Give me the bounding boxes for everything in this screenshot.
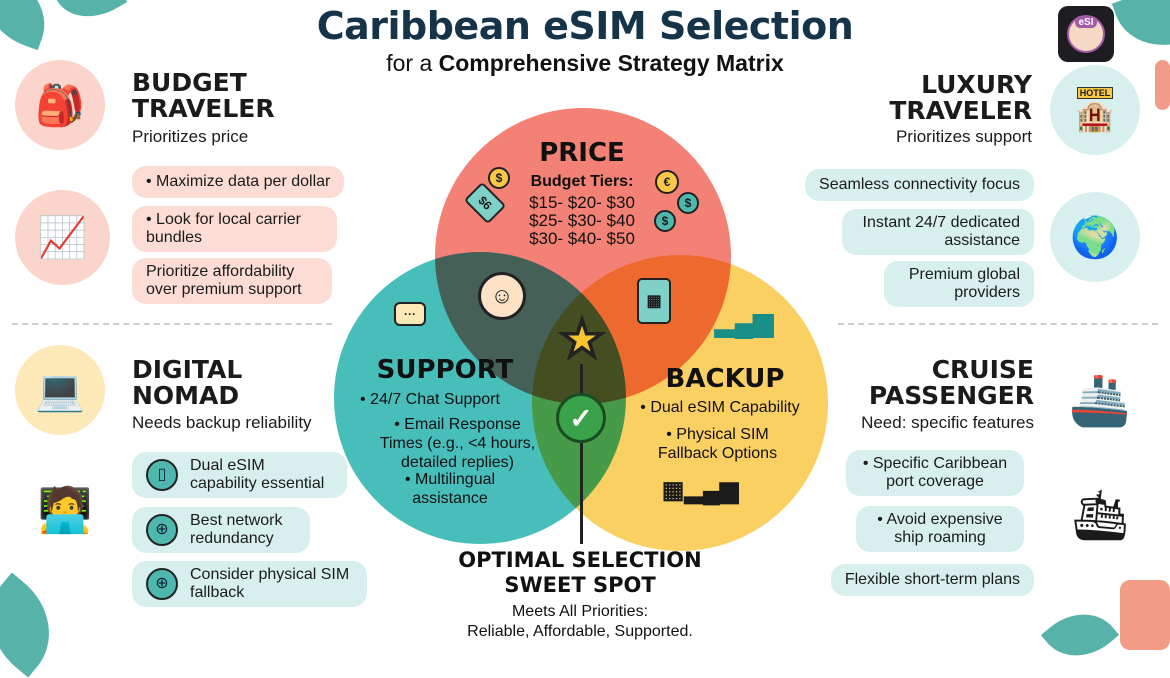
budget-title-line1: BUDGET xyxy=(132,68,247,97)
luxury-title-line1: LUXURY xyxy=(921,70,1032,99)
cruise-item: • Specific Caribbean port coverage xyxy=(846,450,1024,496)
sweet-spot-desc: Meets All Priorities: Reliable, Affordabl… xyxy=(420,602,740,642)
hotel-icon: HOTEL🏨 xyxy=(1050,65,1140,155)
nomad-subtitle: Needs backup reliability xyxy=(132,413,312,432)
sim-cards-icon: ▦ xyxy=(637,278,671,324)
price-tier: $25- $30- $40 xyxy=(529,211,635,230)
dollar-coin-icon: $ xyxy=(654,210,676,232)
budget-item: Prioritize affordability over premium su… xyxy=(132,258,332,304)
star-icon: ★ xyxy=(559,310,606,368)
sweet-spot-line2: SWEET SPOT xyxy=(504,573,656,597)
nomad-item-text: Best network redundancy xyxy=(190,512,283,547)
palm-leaf-decoration xyxy=(1040,596,1120,674)
checkmark-icon: ✓ xyxy=(556,393,606,443)
price-tier: $15- $20- $30 xyxy=(529,193,635,212)
laptop-worker-icon: 💻 xyxy=(15,345,105,435)
price-tiers-label: Budget Tiers: xyxy=(530,173,634,190)
hotel-sign: HOTEL xyxy=(1076,86,1114,99)
sweet-spot-desc-line2: Reliable, Affordable, Supported. xyxy=(467,623,693,640)
backup-title: BACKUP xyxy=(665,364,785,394)
luxury-item: Seamless connectivity focus xyxy=(805,169,1034,201)
nomad-item: ▯ Dual eSIM capability essential xyxy=(132,452,347,498)
backup-item: • Dual eSIM Capability xyxy=(640,399,800,416)
section-divider xyxy=(838,323,1158,325)
coral-decoration xyxy=(1155,60,1170,110)
nomad-title-line2: NOMAD xyxy=(132,381,240,410)
price-tag-text: $6 xyxy=(475,193,495,213)
signal-bars-icon: ▂▄▆ xyxy=(714,306,774,337)
support-item: • Multilingual assistance xyxy=(404,471,496,507)
nomad-item-text: Dual eSIM capability essential xyxy=(190,457,325,492)
dollar-coin-icon: $ xyxy=(677,192,699,214)
luxury-item: Premium global providers xyxy=(884,261,1034,307)
page-subtitle: for a Comprehensive Strategy Matrix xyxy=(0,50,1170,77)
dollar-coin-icon: $ xyxy=(488,167,510,189)
globe-icon: ⊕ xyxy=(146,568,178,600)
luxury-item: Instant 24/7 dedicated assistance xyxy=(842,209,1034,255)
budget-item: • Look for local carrier bundles xyxy=(132,206,337,252)
globe-icon: ⊕ xyxy=(146,514,178,546)
subtitle-prefix: for a xyxy=(386,50,433,76)
backpacker-icon: 🎒 xyxy=(15,60,105,150)
luxury-title-line2: TRAVELER xyxy=(889,96,1032,125)
nomad-item: ⊕ Best network redundancy xyxy=(132,507,310,553)
price-tier: $30- $40- $50 xyxy=(529,229,635,248)
sweet-spot-line1: OPTIMAL SELECTION xyxy=(458,548,702,572)
page-title: Caribbean eSIM Selection xyxy=(316,4,854,48)
support-title: SUPPORT xyxy=(376,355,514,385)
phone-icon: ▯ xyxy=(146,459,178,491)
budget-item: • Maximize data per dollar xyxy=(132,166,345,198)
sweet-spot-desc-line1: Meets All Priorities: xyxy=(511,603,649,620)
budget-title-line2: TRAVELER xyxy=(132,94,275,123)
nomad-item: ⊕ Consider physical SIM fallback xyxy=(132,561,367,607)
euro-coin-icon: € xyxy=(655,170,679,194)
support-agent-icon: ☺ xyxy=(478,272,526,320)
cruise-title-line2: PASSENGER xyxy=(868,381,1034,410)
chat-bubbles-icon: ··· xyxy=(394,302,426,326)
subtitle-bold: Comprehensive Strategy Matrix xyxy=(438,50,784,76)
sim-signal-icon: ▦▂▄▆ xyxy=(661,476,739,504)
palm-leaf-decoration xyxy=(0,572,74,678)
support-item: • 24/7 Chat Support xyxy=(360,391,500,408)
section-divider xyxy=(12,323,332,325)
logo-text: eSI xyxy=(1075,17,1097,28)
budget-subtitle: Prioritizes price xyxy=(132,127,249,146)
world-map-pins-icon: 🌍 xyxy=(1050,192,1140,282)
logo: eSI xyxy=(1058,6,1114,62)
cruise-subtitle: Need: specific features xyxy=(861,413,1034,432)
connector-line xyxy=(580,364,583,544)
luxury-subtitle: Prioritizes support xyxy=(895,127,1032,146)
cruise-title-line1: CRUISE xyxy=(931,355,1034,384)
woman-laptop-icon: 🧑‍💻 xyxy=(15,460,115,560)
cruise-item: Flexible short-term plans xyxy=(830,564,1034,596)
backup-item: • Physical SIM Fallback Options xyxy=(657,426,778,462)
price-title: PRICE xyxy=(539,138,625,168)
nomad-item-text: Consider physical SIM fallback xyxy=(190,566,350,601)
support-item: • Email Response Times (e.g., <4 hours, … xyxy=(379,416,536,471)
cruise-item: • Avoid expensive ship roaming xyxy=(856,506,1024,552)
cruise-ship-icon: 🚢 xyxy=(1055,355,1145,445)
coral-decoration xyxy=(1120,580,1170,650)
growth-chart-icon: 📈 xyxy=(15,190,110,285)
nomad-title-line1: DIGITAL xyxy=(132,355,243,384)
logo-face-icon: eSI xyxy=(1067,15,1105,53)
cruise-ship-icon: 🛳 xyxy=(1055,470,1145,560)
